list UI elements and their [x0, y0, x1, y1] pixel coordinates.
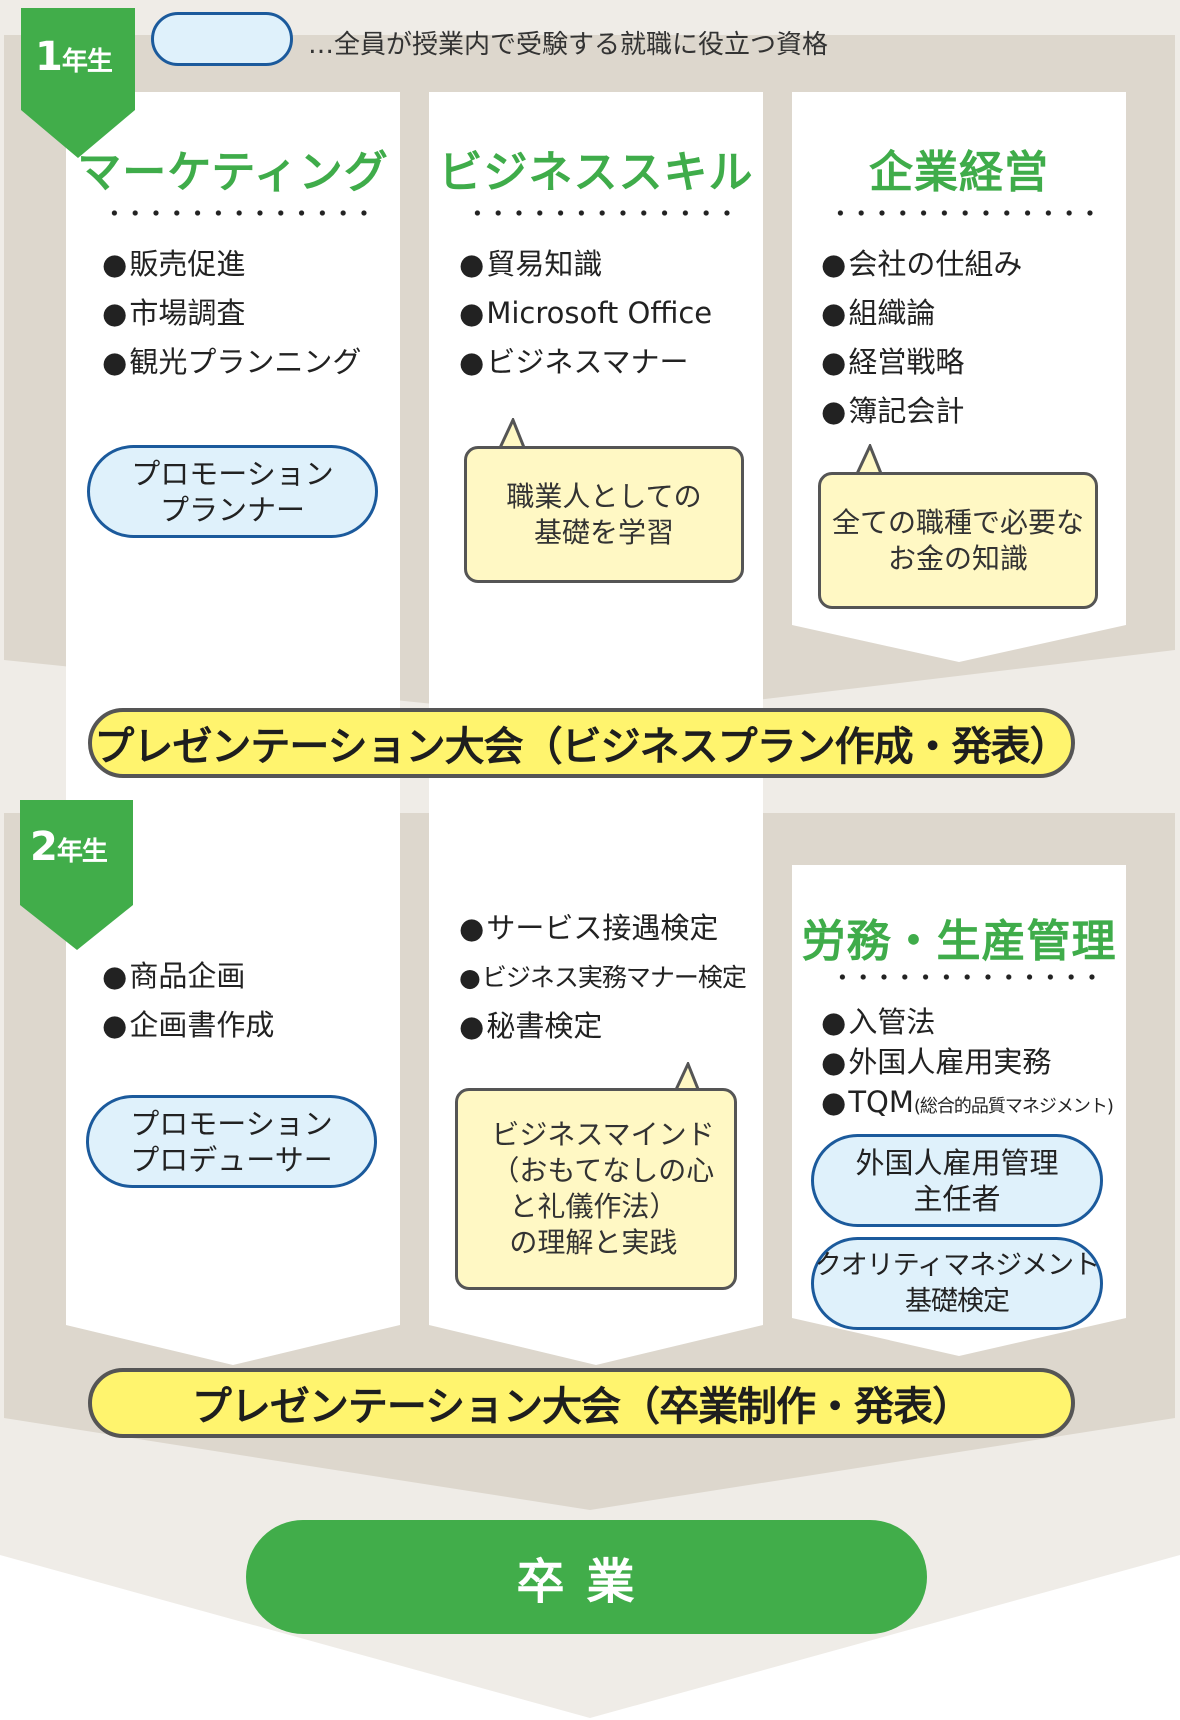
- column-title-management: 企業経営: [869, 147, 1049, 198]
- year2-label: 年生: [56, 837, 108, 867]
- column-title-marketing: マーケティング: [77, 147, 389, 198]
- bubble-line: 職業人としての: [506, 479, 702, 513]
- dotted-divider: [832, 974, 1098, 980]
- year1-number: 1: [35, 34, 63, 80]
- year1-tag: 1年生: [21, 8, 135, 108]
- dotted-divider: [104, 210, 370, 216]
- cert-quality-management: クオリティマネジメント基礎検定: [811, 1237, 1103, 1330]
- marketing-subjects: 販売促進 市場調査 観光プランニング: [102, 240, 361, 387]
- cert-promotion-planner: プロモーションプランナー: [87, 445, 378, 538]
- subject-item: 外国人雇用実務: [821, 1042, 1113, 1082]
- subject-item: 商品企画: [102, 952, 274, 1001]
- cert-line: プロデューサー: [130, 1142, 333, 1177]
- bubble-line: ビジネスマインド: [491, 1118, 715, 1151]
- subject-item: 経営戦略: [821, 338, 1022, 387]
- cert-promotion-producer: プロモーションプロデューサー: [86, 1095, 377, 1188]
- business-skill-subjects: 貿易知識 Microsoft Office ビジネスマナー: [459, 240, 712, 387]
- year2-tag-shape: [20, 800, 133, 950]
- subject-item: ビジネスマナー: [459, 338, 712, 387]
- subject-item-text: TQM: [848, 1085, 914, 1119]
- subject-item: 秘書検定: [459, 1002, 746, 1051]
- cert-line: 主任者: [913, 1181, 1001, 1216]
- subject-item: 観光プランニング: [102, 338, 361, 387]
- column-title-labor-production: 労務・生産管理: [801, 916, 1117, 967]
- year2-number: 2: [30, 824, 58, 870]
- speech-bubble-money: 全ての職種で必要なお金の知識: [818, 472, 1098, 609]
- dotted-divider: [467, 210, 733, 216]
- business-manner-subjects: サービス接遇検定 ビジネス実務マナー検定 秘書検定: [459, 904, 747, 1051]
- planning-subjects: 商品企画 企画書作成: [102, 952, 274, 1050]
- bubble-line: （おもてなしの心: [491, 1154, 715, 1187]
- cert-foreign-employment-manager: 外国人雇用管理主任者: [811, 1134, 1103, 1227]
- cert-line: 基礎検定: [904, 1285, 1010, 1317]
- subject-item: 組織論: [821, 289, 1022, 338]
- year2-tag: 2年生: [20, 800, 134, 900]
- management-subjects: 会社の仕組み 組織論 経営戦略 簿記会計: [821, 240, 1022, 436]
- speech-bubble-business-mind: ビジネスマインド （おもてなしの心 と礼儀作法） の理解と実践: [455, 1088, 737, 1290]
- subject-item: 簿記会計: [821, 387, 1022, 436]
- cert-line: プロモーション: [131, 456, 334, 491]
- bubble-line: 全ての職種で必要な: [831, 505, 1084, 539]
- labor-subjects: 入管法 外国人雇用実務 TQM(総合的品質マネジメント): [821, 1002, 1114, 1127]
- graduation-pill: 卒業: [246, 1520, 927, 1634]
- subject-item: TQM(総合的品質マネジメント): [821, 1082, 1114, 1127]
- subject-item: 入管法: [821, 1002, 1113, 1042]
- speech-bubble-basics: 職業人としての基礎を学習: [464, 446, 744, 583]
- subject-item: 企画書作成: [102, 1001, 274, 1050]
- bubble-line: お金の知識: [887, 541, 1028, 575]
- bubble-line: と礼儀作法）: [509, 1190, 678, 1223]
- column-title-business-skill: ビジネススキル: [438, 147, 754, 198]
- year1-tag-shape: [21, 8, 135, 158]
- presentation-banner-year2: プレゼンテーション大会（卒業制作・発表）: [88, 1368, 1075, 1438]
- subject-item: 市場調査: [102, 289, 361, 338]
- subject-item: ビジネス実務マナー検定: [459, 953, 747, 1002]
- subject-item: サービス接遇検定: [459, 904, 746, 953]
- cert-line: クオリティマネジメント: [814, 1249, 1100, 1281]
- legend-text: …全員が授業内で受験する就職に役立つ資格: [308, 30, 829, 60]
- subject-item: 会社の仕組み: [821, 240, 1022, 289]
- bubble-line: 基礎を学習: [533, 515, 674, 549]
- cert-line: プランナー: [159, 492, 305, 527]
- year1-label: 年生: [61, 47, 113, 77]
- subject-item: 販売促進: [102, 240, 361, 289]
- dotted-divider: [830, 210, 1096, 216]
- subject-item: 貿易知識: [459, 240, 712, 289]
- cert-line: プロモーション: [130, 1106, 333, 1141]
- subject-item-note: (総合的品質マネジメント): [913, 1096, 1114, 1117]
- cert-line: 外国人雇用管理: [855, 1145, 1059, 1180]
- subject-item: Microsoft Office: [459, 289, 712, 338]
- presentation-banner-year1: プレゼンテーション大会（ビジネスプラン作成・発表）: [88, 708, 1075, 778]
- legend-cert-swatch: [151, 12, 293, 66]
- bubble-line: の理解と実践: [509, 1226, 678, 1259]
